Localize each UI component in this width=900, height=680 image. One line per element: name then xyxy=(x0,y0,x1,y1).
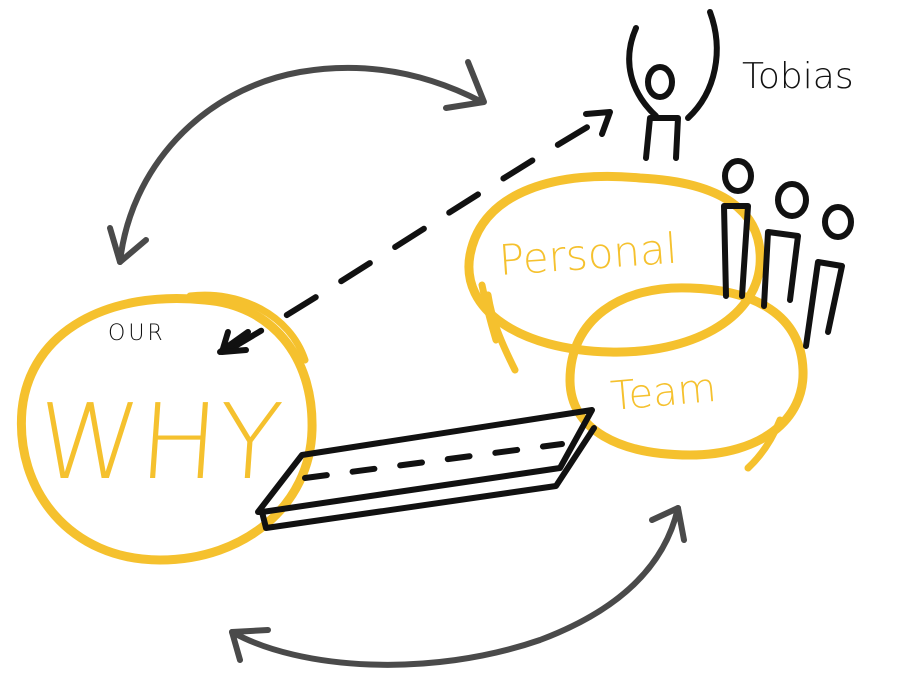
bridge-icon xyxy=(255,407,597,531)
team-ellipse xyxy=(565,283,808,472)
why-circle xyxy=(16,291,317,565)
team-label: Team xyxy=(609,365,718,420)
cycle-arrow-bottom xyxy=(229,505,687,668)
dashed-arrow xyxy=(217,109,613,355)
personal-label: Personal xyxy=(497,224,679,285)
cycle-arrow-top xyxy=(107,59,487,265)
personal-ellipse xyxy=(464,171,765,374)
tobias-label: Tobias xyxy=(742,56,854,97)
why-label: WHY xyxy=(33,381,286,503)
person-icon xyxy=(626,9,720,161)
group-icon xyxy=(721,158,854,349)
our-label: OUR xyxy=(108,321,166,346)
